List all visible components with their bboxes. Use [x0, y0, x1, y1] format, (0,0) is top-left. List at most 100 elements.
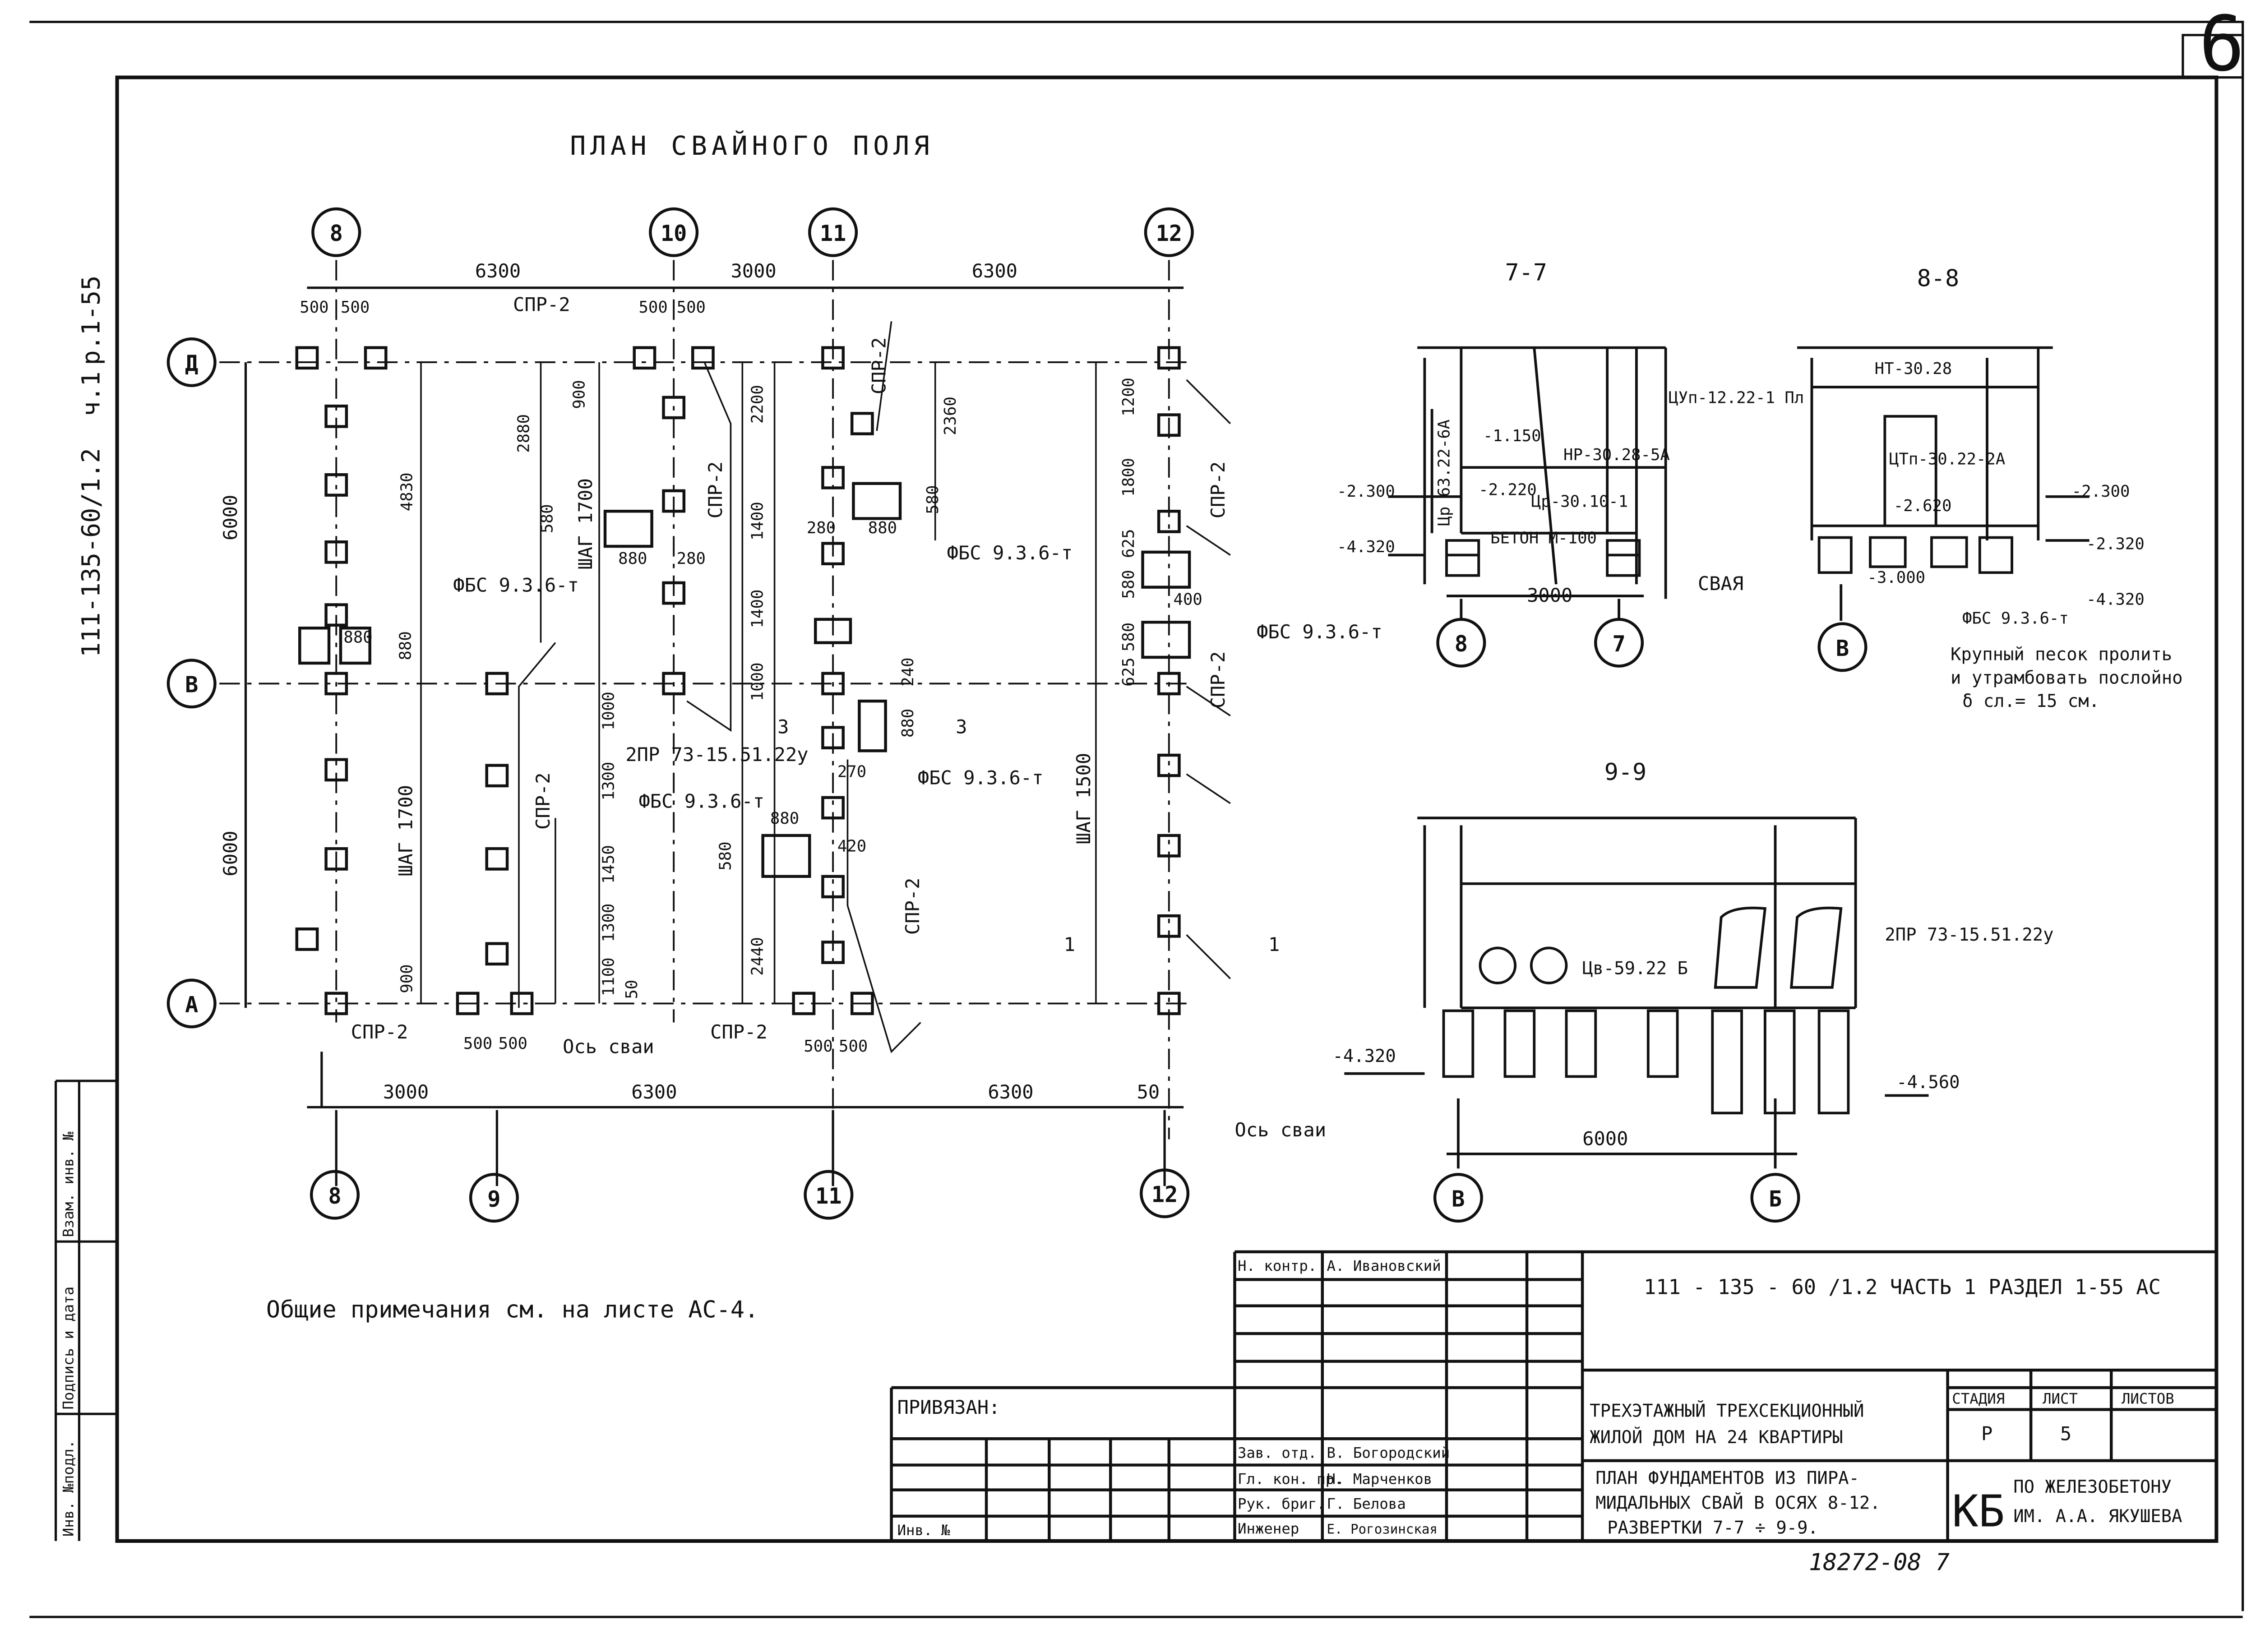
- dim-1300b: 1300: [599, 904, 618, 942]
- plan-dimensions: 6300 3000 6300 3000 6300 6300 50 6000 60…: [219, 260, 1202, 1103]
- dim-270: 270: [837, 763, 866, 781]
- dim-625b: 625: [1119, 657, 1138, 686]
- tb-sheet-title-1: МИДАЛЬНЫХ СВАЙ В ОСЯХ 8-12.: [1595, 1492, 1880, 1514]
- dim-2360: 2360: [941, 397, 960, 435]
- axis-bottom-12: 12: [1151, 1182, 1178, 1208]
- s77-dim: 3000: [1527, 584, 1572, 606]
- side-doc-code: 111-135-60/1.2: [77, 448, 106, 657]
- tb-stage-label: СТАДИЯ: [1952, 1390, 2005, 1407]
- section-mark-1b: 1: [1268, 933, 1280, 955]
- plan-fbs-blocks: [298, 482, 1191, 878]
- s77-label-3: Цр-30.10-1: [1531, 493, 1628, 511]
- dim-2440: 2440: [749, 937, 767, 976]
- spr-1: СПР-2: [513, 294, 570, 316]
- tb-stage: Р: [1981, 1423, 1992, 1445]
- step-1700-b: ШАГ 1700: [395, 785, 417, 877]
- fbs-3: ФБС 9.3.6-т: [1257, 621, 1382, 643]
- dim-400: 400: [1174, 590, 1202, 609]
- s88-level-3: -3.000: [1867, 568, 1925, 587]
- s88-label-0: НТ-30.28: [1875, 360, 1952, 378]
- side-section: р.1-55: [77, 276, 106, 365]
- dim-4830: 4830: [398, 472, 416, 511]
- dim-bot-1: 3000: [383, 1081, 429, 1103]
- dim-580a: 580: [538, 504, 556, 533]
- s99-level-1: -4.560: [1896, 1072, 1960, 1093]
- spr-9: СПР-2: [710, 1021, 767, 1043]
- dim-left-2: 6000: [219, 831, 241, 876]
- dim-s7: 500: [839, 1037, 868, 1056]
- tb-sheet: 5: [2060, 1423, 2071, 1445]
- axis-left-v: В: [185, 673, 198, 698]
- dim-1200: 1200: [1119, 378, 1138, 416]
- axis-bottom-11: 11: [815, 1184, 841, 1209]
- axis-99-v: В: [1452, 1186, 1465, 1212]
- s88-label-1: ЦТп-30.22-2А: [1889, 450, 2005, 469]
- section-mark-3a: 3: [777, 715, 789, 738]
- drawing-frame: [115, 75, 2219, 1543]
- plan-title: ПЛАН СВАЙНОГО ПОЛЯ: [570, 130, 934, 161]
- org-logo: КБ: [1952, 1486, 2005, 1537]
- axis-pile-1: Ось сваи: [563, 1035, 654, 1057]
- strip-podpis: Подпись и дата: [60, 1287, 77, 1410]
- s77-label-1: НР-30.28-5А: [1563, 446, 1670, 464]
- s99-dim: 6000: [1582, 1127, 1628, 1149]
- axis-top-10: 10: [661, 221, 687, 246]
- section-9-9-lines: [1344, 817, 1929, 1169]
- strip-inv-podl: Инв. №подл.: [60, 1440, 77, 1537]
- dim-880b: 880: [868, 519, 897, 537]
- tb-sheet-title-2: РАЗВЕРТКИ 7-7 ÷ 9-9.: [1607, 1518, 1818, 1538]
- axis-bottom-9: 9: [487, 1186, 500, 1212]
- fbs-2: ФБС 9.3.6-т: [947, 542, 1073, 564]
- spr-3: СПР-2: [868, 337, 890, 395]
- dim-1300a: 1300: [599, 762, 618, 801]
- dim-880f: 880: [343, 628, 372, 647]
- tb-name-4: Е. Рогозинская: [1327, 1522, 1438, 1537]
- tb-role-3: Рук. бриг.: [1238, 1495, 1326, 1513]
- section-8-8-text: 8-8 НТ-30.28 ЦТп-30.22-2А ФБС 9.3.6-т -2…: [1867, 265, 2182, 711]
- side-stamp: 111-135-60/1.2 ч.1 р.1-55: [77, 276, 106, 657]
- dim-2200: 2200: [749, 385, 767, 424]
- tb-bound-label: ПРИВЯЗАН:: [897, 1396, 1000, 1418]
- title-block-text: ПРИВЯЗАН: Инв. № Н. контр. А. Ивановский…: [897, 1257, 2182, 1539]
- tb-name-3: Г. Белова: [1327, 1495, 1405, 1513]
- dim-900b: 900: [398, 964, 416, 993]
- fbs-1: ФБС 9.3.6-т: [453, 574, 579, 596]
- section-8-8-title: 8-8: [1917, 265, 1960, 292]
- tb-sheet-label: ЛИСТ: [2043, 1390, 2078, 1407]
- dim-1100: 1100: [599, 957, 618, 996]
- dim-bot-4: 50: [1137, 1081, 1160, 1103]
- dim-1450: 1450: [599, 845, 618, 884]
- dim-left-1: 6000: [219, 495, 241, 540]
- dim-880a: 880: [618, 549, 647, 568]
- side-part: ч.1: [77, 371, 106, 416]
- s77-level-2: -2.300: [1337, 482, 1395, 501]
- fbs-5: ФБС 9.3.6-т: [638, 790, 764, 812]
- section-8-8-lines: [1797, 346, 2090, 621]
- tb-role-2: Гл. кон. пр.: [1238, 1471, 1343, 1488]
- lintel-label: 2ПР 73-15.51.22у: [625, 743, 808, 766]
- spr-8: СПР-2: [351, 1021, 408, 1043]
- dim-420: 420: [837, 837, 866, 856]
- dim-1000b: 1000: [599, 692, 618, 730]
- dim-s5: 500: [499, 1034, 527, 1053]
- general-note: Общие примечания см. на листе АС-4.: [266, 1297, 758, 1324]
- dim-240: 240: [899, 657, 917, 686]
- section-mark-3b: 3: [956, 715, 967, 738]
- dim-880d: 880: [899, 709, 917, 738]
- dim-s0: 500: [300, 298, 328, 317]
- axis-bubbles: [166, 207, 1868, 1223]
- axis-top-8: 8: [330, 221, 343, 246]
- dim-s4: 500: [463, 1034, 492, 1053]
- step-1700-a: ШАГ 1700: [574, 478, 596, 570]
- dim-580e: 580: [716, 841, 735, 870]
- s77-label-0: ЦУп-12.22-1 Пл: [1669, 389, 1804, 407]
- s88-level-4: -4.320: [2086, 590, 2145, 609]
- s77-label-2: Цр 63.22-6А: [1435, 420, 1453, 526]
- dim-bot-2: 6300: [631, 1081, 677, 1103]
- step-1500: ШАГ 1500: [1073, 753, 1095, 844]
- axis-88-v: В: [1836, 636, 1849, 661]
- tb-building-0: ТРЕХЭТАЖНЫЙ ТРЕХСЕКЦИОННЫЙ: [1590, 1400, 1864, 1421]
- axis-labels: 8 10 11 12 Д В А 8 9 11 12 8 7 В В Б: [185, 221, 1849, 1212]
